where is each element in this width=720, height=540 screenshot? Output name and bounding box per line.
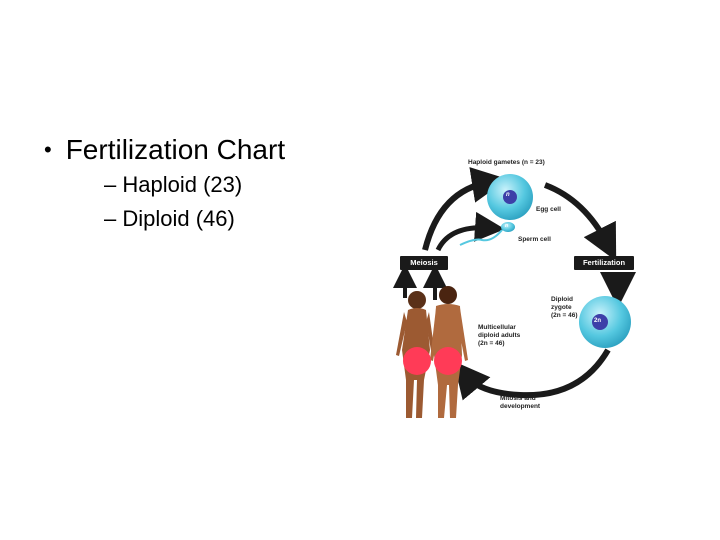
diploid-zygote-label: Diploid zygote (2n = 46) bbox=[551, 296, 578, 319]
bullet-text: Fertilization Chart bbox=[65, 134, 286, 165]
egg-symbol: n bbox=[506, 192, 510, 198]
arrow-meiosis-to-gametes bbox=[422, 167, 508, 251]
arrow-meiosis-to-sperm bbox=[435, 211, 505, 252]
bullet-item: • Fertilization Chart bbox=[44, 132, 285, 168]
haploid-gametes-label: Haploid gametes (n = 23) bbox=[468, 159, 545, 166]
censor-dot-right bbox=[434, 347, 462, 375]
meiosis-box: Meiosis bbox=[400, 256, 448, 270]
mitosis-development-label: Mitosis and development bbox=[500, 395, 541, 410]
egg-cell-label: Egg cell bbox=[536, 206, 561, 213]
life-cycle-diagram: Haploid gametes (n = 23) n Egg cell n Sp… bbox=[380, 150, 680, 430]
sperm-head bbox=[501, 222, 515, 232]
zygote-symbol: 2n bbox=[594, 318, 602, 324]
sperm-cell-label: Sperm cell bbox=[518, 236, 551, 243]
arrow-zygote-to-adults bbox=[453, 348, 611, 401]
fertilization-box: Fertilization bbox=[574, 256, 634, 270]
sperm-symbol: n bbox=[505, 223, 509, 229]
egg-nucleus bbox=[503, 190, 517, 204]
multicellular-adults-label: Multicellular diploid adults (2n = 46) bbox=[478, 324, 521, 347]
arrow-gametes-to-fertilization bbox=[543, 182, 617, 262]
sub-bullet-haploid: – Haploid (23) bbox=[104, 172, 243, 197]
diagram-graphics bbox=[393, 167, 636, 418]
bullet-list: • Fertilization Chart – Haploid (23) – D… bbox=[44, 132, 285, 236]
zygote-nucleus bbox=[592, 314, 608, 330]
bullet-dot: • bbox=[44, 137, 52, 162]
sperm-tail bbox=[459, 229, 503, 246]
censor-dot-left bbox=[403, 347, 431, 375]
sub-bullet-diploid: – Diploid (46) bbox=[104, 206, 235, 231]
